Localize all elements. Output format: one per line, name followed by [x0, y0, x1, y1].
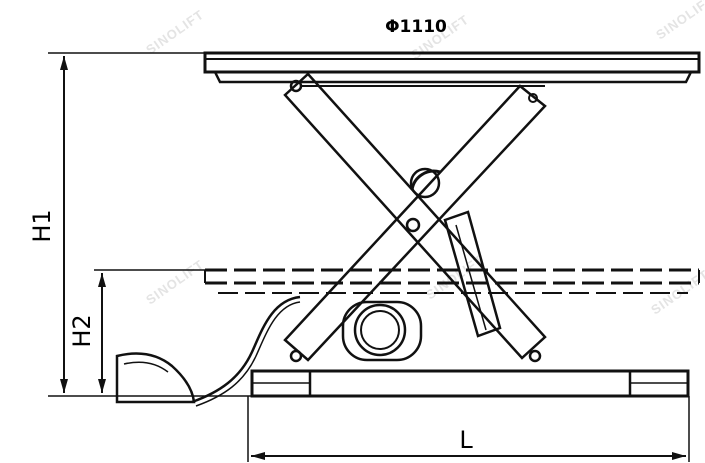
base-length-label: L [459, 426, 473, 454]
base-frame [250, 369, 690, 398]
height-lowered-label: H2 [68, 314, 96, 347]
dimension-h1: H1 [28, 52, 252, 397]
scissor-arm-cross [283, 84, 547, 362]
foot-pedal [115, 352, 196, 404]
pivot-pin-top-right [528, 93, 538, 103]
scissor-arm-main [283, 72, 547, 360]
control-cable [191, 295, 301, 404]
dimension-h2: H2 [68, 269, 205, 393]
pivot-pin-bottom-left [289, 349, 303, 363]
pivot-pin-center [405, 217, 421, 233]
pivot-pin-top-left [289, 79, 303, 93]
hydraulic-cylinder [443, 210, 502, 338]
dimension-l: L [247, 396, 690, 462]
pivot-pin-bottom-right [528, 349, 542, 363]
motor-pump-unit [341, 300, 423, 362]
raised-platform [203, 51, 701, 87]
watermark-text: SINOLIFT [143, 257, 207, 308]
lowered-platform-outline [204, 268, 700, 294]
watermark-text: SINOLIFT [653, 0, 705, 42]
watermark-text: SINOLIFT [143, 7, 207, 58]
platform-diameter-label: Φ1110 [385, 17, 447, 37]
roller-wheel [409, 167, 441, 199]
height-raised-label: H1 [28, 209, 56, 242]
